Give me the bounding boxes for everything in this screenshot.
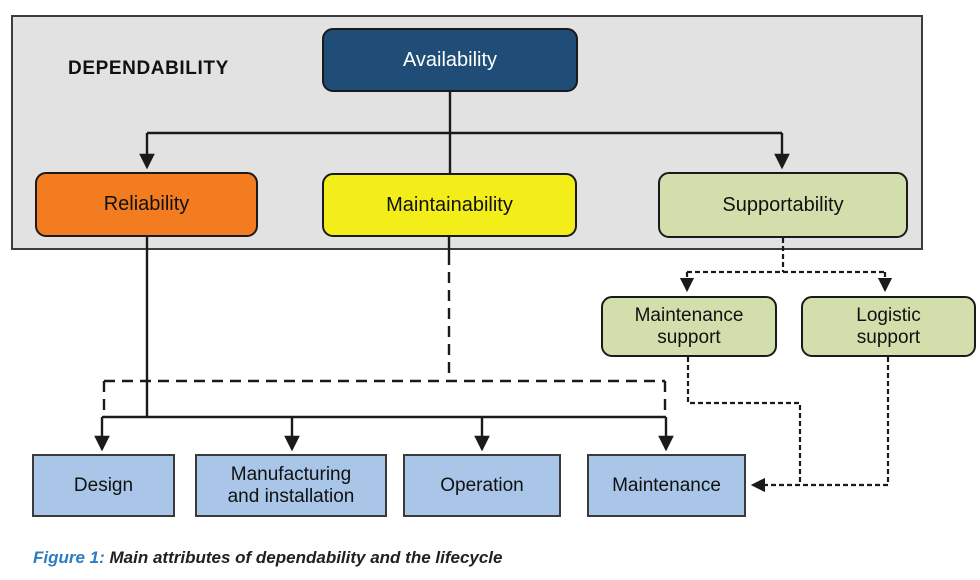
node-maintainability-label: Maintainability [386, 193, 513, 216]
node-manufacturing: Manufacturing and installation [195, 454, 387, 517]
node-manufacturing-label: Manufacturing and installation [228, 464, 355, 508]
line-1: Maintenance [634, 304, 744, 326]
line-1: Manufacturing [230, 463, 352, 485]
node-reliability-label: Reliability [103, 193, 190, 215]
node-logistic-support-label: Logistic support [856, 305, 920, 349]
arrow-support-to-maintenance [750, 357, 890, 493]
node-operation-label: Operation [440, 474, 524, 496]
figure-caption-text: Main attributes of dependability and the… [104, 548, 503, 567]
line-2: support [657, 326, 721, 348]
node-maintainability: Maintainability [322, 173, 577, 237]
line-2: support [856, 326, 921, 348]
node-maintenance-label: Maintenance [612, 474, 721, 496]
node-maintenance: Maintenance [587, 454, 746, 517]
figure-caption: Figure 1: Main attributes of dependabili… [33, 548, 502, 568]
node-supportability-label: Supportability [722, 193, 844, 216]
long-dash-wires [102, 254, 667, 416]
node-supportability: Supportability [658, 172, 908, 238]
node-availability-label: Availability [402, 48, 498, 71]
fine-dash-wires [679, 238, 893, 493]
node-design: Design [32, 454, 175, 517]
node-availability: Availability [322, 28, 578, 92]
node-logistic-support: Logistic support [801, 296, 976, 357]
panel-title: DEPENDABILITY [68, 58, 229, 79]
node-reliability: Reliability [35, 172, 258, 237]
node-operation: Operation [403, 454, 561, 517]
node-maintenance-support: Maintenance support [601, 296, 777, 357]
figure-caption-prefix: Figure 1: [33, 548, 105, 567]
solid-wires [94, 92, 790, 452]
line-2: and installation [227, 485, 355, 507]
line-1: Logistic [856, 304, 921, 326]
node-maintenance-support-label: Maintenance support [635, 305, 744, 349]
node-design-label: Design [73, 474, 134, 496]
